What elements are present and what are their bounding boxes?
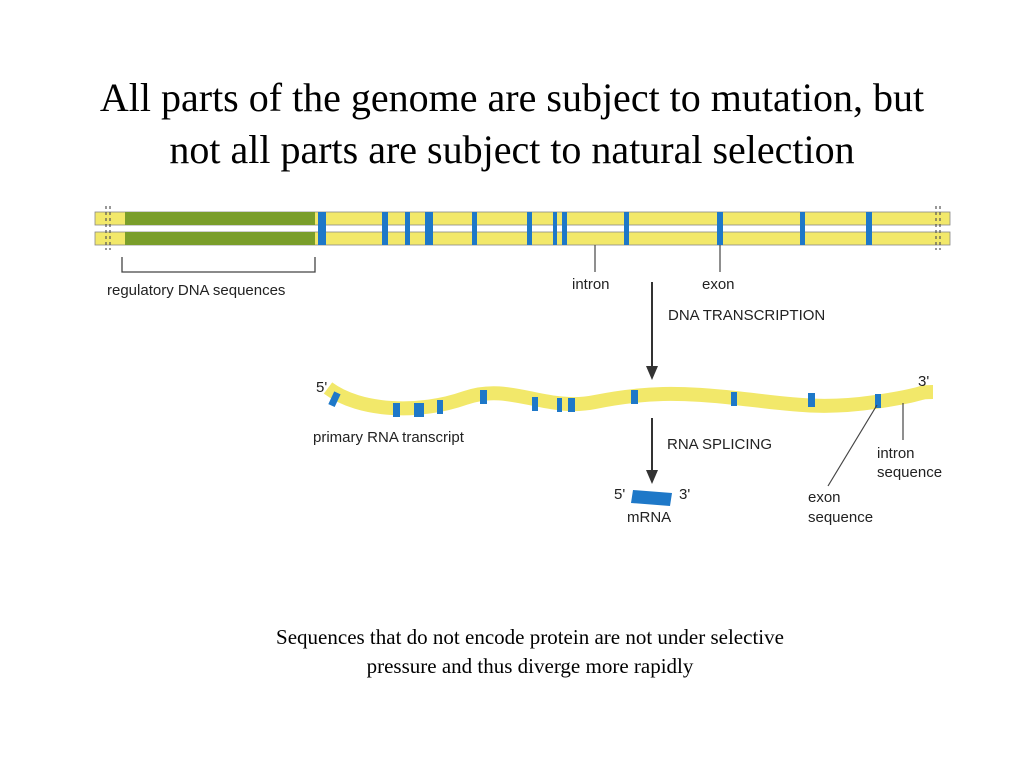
rna-exon-mark <box>480 390 487 404</box>
rna-splicing-label: RNA SPLICING <box>667 436 772 453</box>
exon-band <box>624 212 629 245</box>
mrna-five-prime-label: 5' <box>614 486 625 503</box>
exon-sequence-label-line-1: exon <box>808 489 841 506</box>
intron-sequence-label-line-2: sequence <box>877 464 942 481</box>
rna-exon-mark <box>875 394 881 408</box>
title-line-2: not all parts are subject to natural sel… <box>169 127 855 172</box>
regulatory-region-bottom <box>125 232 315 245</box>
rna-five-prime-label: 5' <box>316 379 327 396</box>
exon-band <box>425 212 433 245</box>
dna-transcription-label: DNA TRANSCRIPTION <box>668 307 825 324</box>
exon-band <box>472 212 477 245</box>
mrna-label: mRNA <box>627 509 671 526</box>
title-line-1: All parts of the genome are subject to m… <box>99 75 925 120</box>
exon-bands <box>318 212 872 245</box>
regulatory-bracket <box>121 257 316 273</box>
regulatory-label: regulatory DNA sequences <box>107 282 285 299</box>
intron-label: intron <box>572 276 610 293</box>
exon-sequence-pointer <box>827 404 878 487</box>
caption-line-2: pressure and thus diverge more rapidly <box>366 654 694 678</box>
transcription-arrowhead <box>646 366 658 380</box>
rna-exon-mark <box>414 403 424 417</box>
rna-exon-mark <box>808 393 815 407</box>
slide-caption: Sequences that do not encode protein are… <box>0 623 1024 681</box>
rna-exon-mark <box>568 398 575 412</box>
exon-band <box>717 212 723 245</box>
rna-exon-mark <box>631 390 638 404</box>
rna-exon-mark <box>437 400 443 414</box>
splicing-arrowhead <box>646 470 658 484</box>
exon-band <box>405 212 410 245</box>
regulatory-region-top <box>125 212 315 225</box>
exon-label: exon <box>702 276 735 293</box>
slide-title: All parts of the genome are subject to m… <box>0 72 1024 176</box>
rna-three-prime-label: 3' <box>918 373 929 390</box>
rna-exon-marks <box>328 390 881 417</box>
rna-exon-mark <box>557 398 562 412</box>
rna-exon-mark <box>532 397 538 411</box>
mrna-molecule <box>631 490 672 506</box>
intron-sequence-label-line-1: intron <box>877 445 915 462</box>
exon-band <box>800 212 805 245</box>
dna-double-strand <box>94 206 951 250</box>
rna-exon-mark <box>393 403 400 417</box>
exon-band <box>553 212 557 245</box>
primary-rna-transcript-label: primary RNA transcript <box>313 429 465 446</box>
exon-sequence-label-line-2: sequence <box>808 509 873 526</box>
strand-break-marks <box>105 206 941 250</box>
exon-band <box>382 212 388 245</box>
rna-exon-mark <box>731 392 737 406</box>
mrna-three-prime-label: 3' <box>679 486 690 503</box>
caption-line-1: Sequences that do not encode protein are… <box>276 625 784 649</box>
exon-band <box>527 212 532 245</box>
exon-band <box>318 212 326 245</box>
exon-band <box>562 212 567 245</box>
exon-band <box>866 212 872 245</box>
rna-exon-mark <box>328 391 341 408</box>
primary-rna-transcript <box>323 382 934 417</box>
